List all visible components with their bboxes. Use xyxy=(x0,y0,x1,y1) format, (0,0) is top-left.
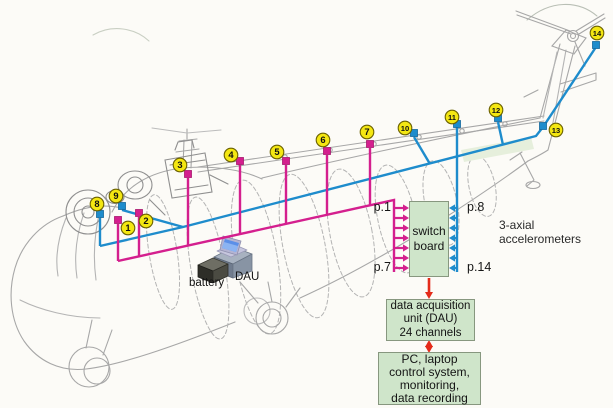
marker-number-12: 12 xyxy=(492,106,500,115)
box-line: 24 channels xyxy=(399,326,462,339)
marker-circle-5 xyxy=(269,144,285,160)
marker-circle-14 xyxy=(589,25,605,41)
marker-circle-8 xyxy=(89,196,105,212)
onboard-equipment xyxy=(197,235,253,284)
engine-sketch xyxy=(65,139,229,235)
blue-arrowhead xyxy=(449,204,455,212)
marker-number-6: 6 xyxy=(320,134,325,145)
marker-circle-7 xyxy=(359,124,375,140)
accelerometer-2 xyxy=(135,209,143,217)
annotation-line: 3-axial xyxy=(499,218,535,232)
magenta-arrowhead xyxy=(403,224,409,232)
sensor-10-wire xyxy=(412,136,432,165)
magenta-arrowhead xyxy=(403,204,409,212)
accelerometer-8 xyxy=(96,210,104,218)
magenta-trunk-wire xyxy=(117,198,396,272)
blue-arrowhead xyxy=(449,264,455,272)
marker-number-9: 9 xyxy=(113,190,118,201)
accelerometer-6 xyxy=(323,147,331,155)
port-label-p14: p.14 xyxy=(467,260,492,274)
flowchart-arrows xyxy=(425,278,433,353)
magenta-arrowhead xyxy=(403,234,409,242)
marker-circle-11 xyxy=(444,109,460,125)
annotation-line: accelerometers xyxy=(499,232,582,246)
switchboard-arrows xyxy=(394,204,458,272)
landing-gear xyxy=(68,281,301,388)
marker-number-3: 3 xyxy=(177,159,182,170)
magenta-arrowhead xyxy=(403,244,409,252)
blue-trunk-wire xyxy=(99,46,598,248)
blue-arrowhead xyxy=(449,224,455,232)
fuselage-nose-outline xyxy=(10,215,236,371)
marker-circle-9 xyxy=(108,188,124,204)
red-arrowhead-up xyxy=(425,340,433,347)
battery-device xyxy=(197,257,229,284)
magenta-arrowhead xyxy=(403,264,409,272)
accelerometer-4 xyxy=(236,157,244,165)
tail-highlight-patch xyxy=(461,137,534,162)
blue-arrowhead xyxy=(449,244,455,252)
port-label-p1: p.1 xyxy=(373,200,391,214)
marker-number-10: 10 xyxy=(401,124,409,133)
marker-number-8: 8 xyxy=(94,198,99,209)
marker-number-1: 1 xyxy=(125,222,130,233)
switch-board-box: switch board xyxy=(409,201,449,277)
battery-label: battery xyxy=(189,277,225,289)
box-line: switch xyxy=(412,224,446,238)
marker-number-5: 5 xyxy=(274,146,279,157)
marker-circle-6 xyxy=(315,132,331,148)
box-line: data recording xyxy=(391,390,468,405)
accelerometer-9 xyxy=(118,202,126,210)
box-line: monitoring, xyxy=(399,377,460,392)
magenta-arrowhead xyxy=(403,214,409,222)
marker-circle-10 xyxy=(397,120,413,136)
marker-circle-12 xyxy=(488,102,504,118)
accelerometer-annotation: 3-axial accelerometers xyxy=(499,218,581,246)
box-line: PC, laptop xyxy=(401,351,458,366)
marker-circle-13 xyxy=(548,122,564,138)
marker-circle-4 xyxy=(223,147,239,163)
accelerometer-5 xyxy=(282,157,290,165)
red-arrowhead-down xyxy=(425,346,433,353)
blue-arrowhead xyxy=(449,254,455,262)
accelerometer-1 xyxy=(114,216,122,224)
data-acquisition-unit-box: data acquisition unit (DAU) 24 channels xyxy=(386,299,475,341)
sensor-squares xyxy=(96,41,600,224)
accelerometer-7 xyxy=(366,140,374,148)
marker-circle-1 xyxy=(120,220,136,236)
marker-number-14: 14 xyxy=(593,29,602,38)
sensor-12-wire xyxy=(496,121,505,146)
marker-number-13: 13 xyxy=(552,126,560,135)
accelerometer-10 xyxy=(410,129,418,137)
red-arrowhead-down xyxy=(425,292,433,299)
blue-arrowhead xyxy=(449,214,455,222)
box-line: control system, xyxy=(389,364,470,379)
magenta-arrowhead xyxy=(403,254,409,262)
dau-label: DAU xyxy=(235,271,260,283)
accelerometer-14 xyxy=(592,41,600,49)
port-label-p7: p.7 xyxy=(373,260,391,274)
marker-circle-3 xyxy=(172,157,188,173)
pc-laptop-box: PC, laptop control system, monitoring, d… xyxy=(378,352,481,405)
blue-arrowhead xyxy=(449,234,455,242)
marker-circle-2 xyxy=(138,213,154,229)
accelerometer-13 xyxy=(539,122,547,130)
marker-number-7: 7 xyxy=(364,126,369,137)
marker-number-2: 2 xyxy=(143,215,148,226)
marker-number-4: 4 xyxy=(228,149,234,160)
marker-number-11: 11 xyxy=(448,113,457,122)
box-line: unit (DAU) xyxy=(403,313,458,326)
accelerometer-3 xyxy=(184,170,192,178)
port-label-p8: p.8 xyxy=(467,200,485,214)
box-line: board xyxy=(413,239,445,253)
box-line: data acquisition xyxy=(390,299,471,312)
tail-sketch xyxy=(509,10,606,190)
